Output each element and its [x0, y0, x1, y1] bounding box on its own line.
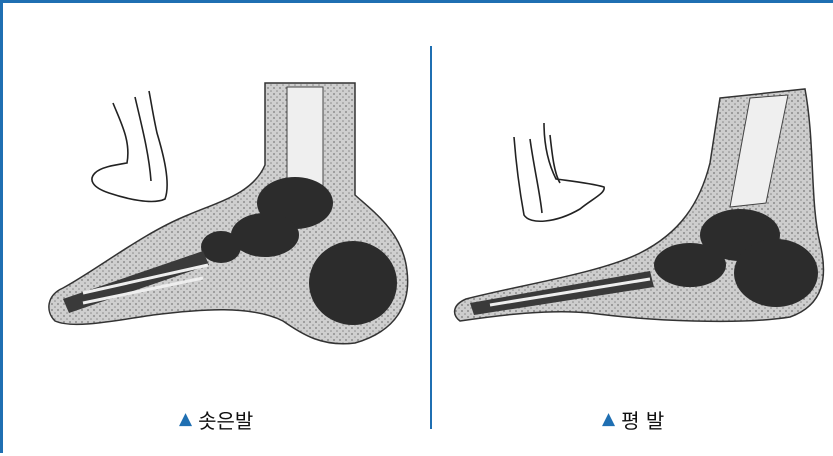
triangle-up-icon: ▲ [602, 409, 615, 429]
left-caption: ▲ 솟은발 [179, 404, 253, 434]
triangle-up-icon: ▲ [179, 409, 192, 429]
high-arch-label: 솟은발 [198, 405, 253, 434]
high-arch-foot-illustration [3, 3, 430, 456]
flat-foot-label: 평 발 [621, 405, 664, 434]
right-panel: ▲ 평 발 [430, 3, 833, 456]
flat-foot-illustration [430, 3, 833, 456]
right-caption: ▲ 평 발 [602, 404, 664, 434]
small-foot-sketch [92, 91, 167, 201]
small-foot-sketch-flat [514, 123, 604, 221]
left-panel: ▲ 솟은발 [3, 3, 430, 456]
